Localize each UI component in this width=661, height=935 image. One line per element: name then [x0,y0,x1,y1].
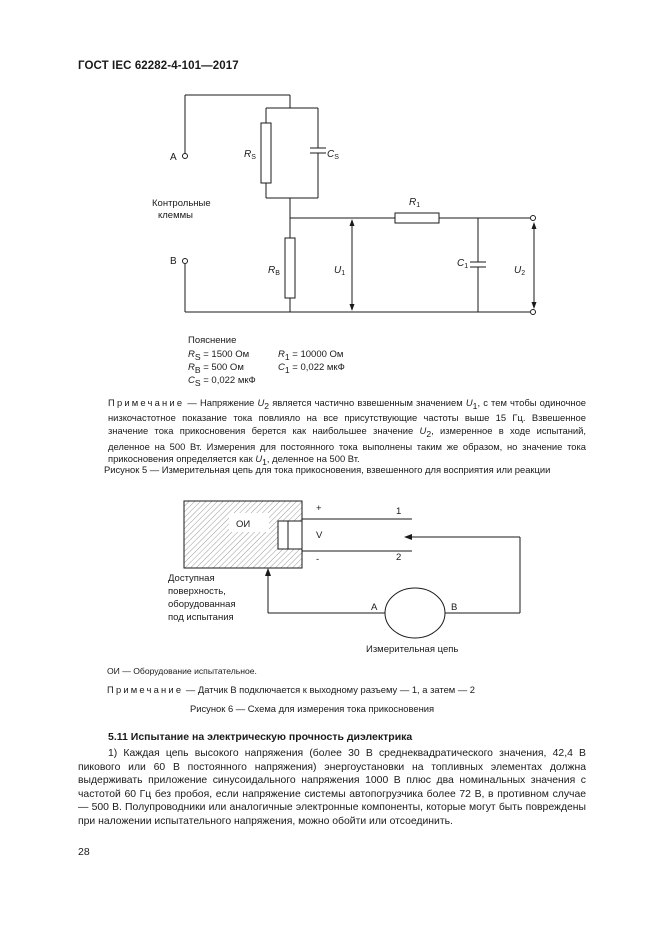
legend-r1: R1 = 10000 Ом [278,349,344,362]
u1-arrow-bottom [349,304,355,311]
label-v: V [316,530,323,541]
arrow-probe-a [265,568,271,576]
label-output-2: 2 [396,552,401,563]
legend-rb: RB = 500 Ом [188,362,244,375]
arrow-probe-b [404,534,412,540]
label-surface-4: под испытания [168,612,234,623]
label-rs: RS [244,149,256,161]
label-terminals-2: клеммы [158,210,193,221]
probe-plate [277,520,289,550]
output-terminal-top-icon [530,215,536,221]
label-minus: - [316,554,319,565]
label-u1: U1 [334,265,345,277]
figure6-caption: Рисунок 6 — Схема для измерения тока при… [190,703,435,714]
legend-c1: C1 = 0,022 мкФ [278,362,345,375]
page-number: 28 [78,846,90,858]
label-terminal-a: A [170,152,177,163]
label-surface-2: поверхность, [168,586,226,597]
label-probe-b: B [451,602,457,613]
section-title: 5.11 Испытание на электрическую прочност… [108,731,413,743]
label-surface-3: оборудованная [168,599,236,610]
section-paragraph: 1) Каждая цепь высокого напряжения (боле… [78,748,586,827]
label-probe-a: A [371,602,378,613]
document-header: ГОСТ IEC 62282-4-101—2017 [78,60,239,72]
figure5-caption: Рисунок 5 — Измерительная цепь для тока … [104,464,551,475]
figure6-footnote: ОИ — Оборудование испытательное. [107,666,257,676]
label-terminals-1: Контрольные [152,198,211,209]
label-oi: ОИ [236,519,250,530]
probe-terminal [287,520,303,550]
measuring-circuit-icon [384,587,446,639]
output-terminal-bottom-icon [530,309,536,315]
legend-title: Пояснение [188,335,237,346]
label-plus: + [316,503,322,514]
oi-label-bg [229,513,269,532]
label-surface-1: Доступная [168,573,215,584]
label-output-1: 1 [396,506,401,517]
u2-arrow-bottom [531,302,537,309]
terminal-b-icon [182,258,188,264]
label-u2: U2 [514,265,525,277]
legend-rs: RS = 1500 Ом [188,349,250,362]
legend-cs: CS = 0,022 мкФ [188,375,256,388]
u1-arrow-top [349,219,355,226]
figure6-note: Примечание — Датчик B подключается к вых… [107,684,476,695]
label-terminal-b: B [170,256,177,267]
label-measuring-circuit: Измерительная цепь [366,644,458,655]
u2-arrow-top [531,222,537,229]
label-r1: R1 [409,197,420,209]
label-c1: C1 [457,258,468,270]
label-rb: RB [268,265,280,277]
figure5-note: Примечание — Напряжение U2 является част… [108,397,586,467]
label-cs: CS [327,149,339,161]
terminal-a-icon [182,153,188,159]
